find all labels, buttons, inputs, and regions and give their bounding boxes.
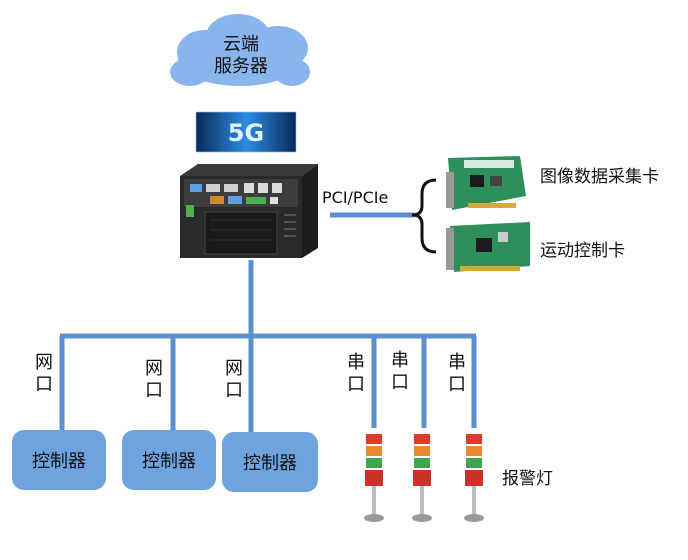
bus-label: PCI/PCIe: [322, 188, 389, 207]
connection-lines: [59, 212, 477, 434]
motion-control-card-label: 运动控制卡: [540, 241, 625, 261]
cloud-shape: [170, 14, 310, 86]
controller-label: 控制器: [32, 451, 86, 472]
alarm-light-2: [412, 434, 432, 522]
image-acquisition-card-label: 图像数据采集卡: [540, 167, 659, 187]
cloud-label-line2: 服务器: [214, 56, 268, 77]
pci-brace: [411, 178, 437, 254]
network-port-label-1: 网 口: [35, 352, 53, 395]
cloud-label: 云端 服务器: [186, 34, 296, 78]
alarm-light-3: [464, 434, 484, 522]
controller-box-3: 控制器: [222, 432, 318, 492]
serial-port-label-3: 串 口: [448, 352, 466, 395]
serial-port-label-1: 串 口: [347, 352, 365, 395]
controller-box-1: 控制器: [12, 430, 106, 490]
network-port-label-3: 网 口: [225, 358, 243, 401]
motion-control-card: [446, 222, 530, 272]
5g-text: 5G: [228, 119, 264, 147]
5g-badge: 5G: [195, 111, 297, 153]
industrial-computer: [180, 164, 318, 258]
alarm-light-label: 报警灯: [502, 469, 553, 489]
cloud-label-line1: 云端: [223, 34, 259, 55]
alarm-light-1: [364, 434, 384, 522]
controller-box-2: 控制器: [122, 430, 216, 490]
controller-label: 控制器: [142, 451, 196, 472]
image-acquisition-card: [446, 156, 526, 210]
network-port-label-2: 网 口: [145, 358, 163, 401]
controller-label: 控制器: [243, 453, 297, 474]
serial-port-label-2: 串 口: [391, 350, 409, 393]
